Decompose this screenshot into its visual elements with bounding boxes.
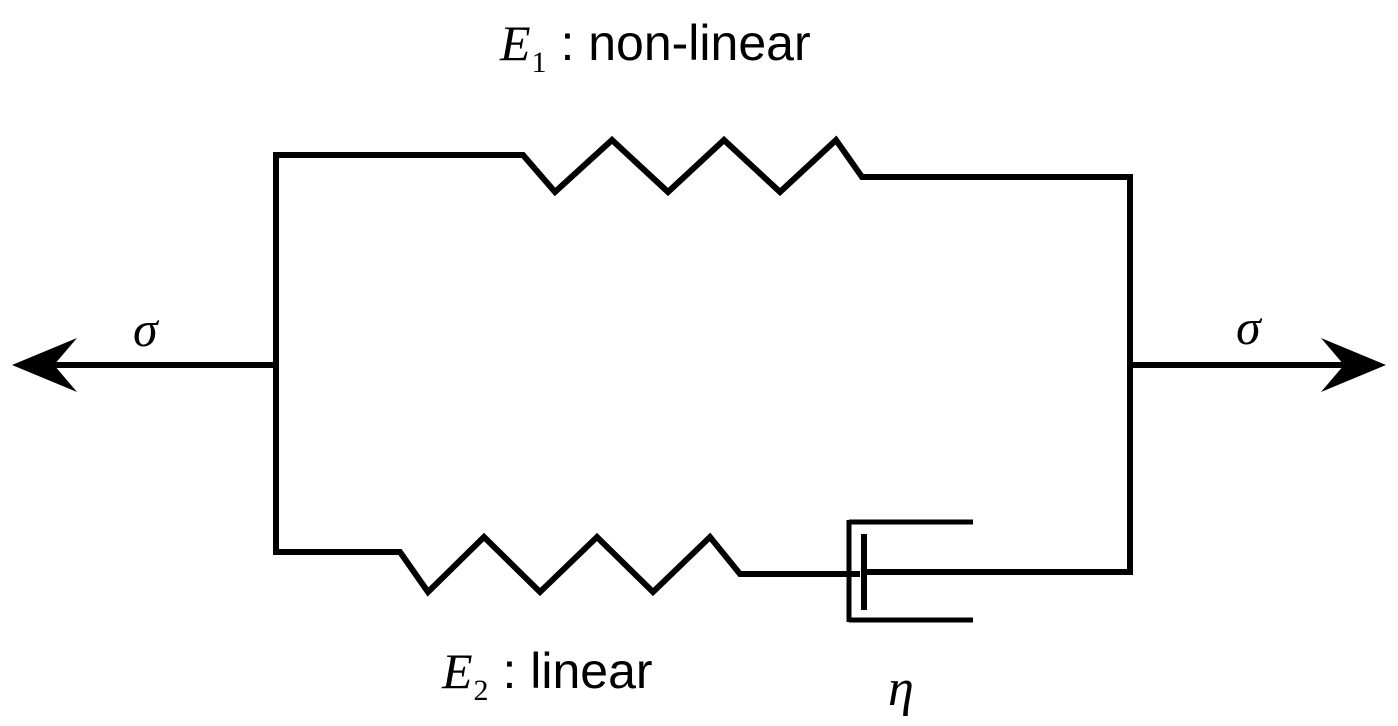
top-spring: [273, 135, 1133, 197]
top-spring-symbol: E: [500, 15, 531, 71]
bottom-spring-subscript: 2: [473, 674, 489, 707]
bottom-spring-description: linear: [530, 643, 653, 699]
top-spring-separator: :: [546, 15, 589, 71]
bottom-spring-label: E2 : linear: [442, 646, 653, 706]
dashpot: [846, 519, 973, 623]
bottom-spring: [273, 532, 860, 597]
top-spring-label: E1 : non-linear: [500, 18, 811, 78]
top-spring-description: non-linear: [588, 15, 811, 71]
bottom-spring-separator: :: [488, 643, 531, 699]
right-stress-label: σ: [1236, 299, 1261, 355]
dashpot-label: η: [888, 660, 914, 717]
left-stress-label: σ: [133, 301, 158, 357]
right-stress-arrow: [1127, 338, 1386, 392]
bottom-spring-symbol: E: [442, 643, 473, 699]
left-stress-arrow: [12, 338, 279, 392]
top-spring-subscript: 1: [531, 46, 547, 79]
